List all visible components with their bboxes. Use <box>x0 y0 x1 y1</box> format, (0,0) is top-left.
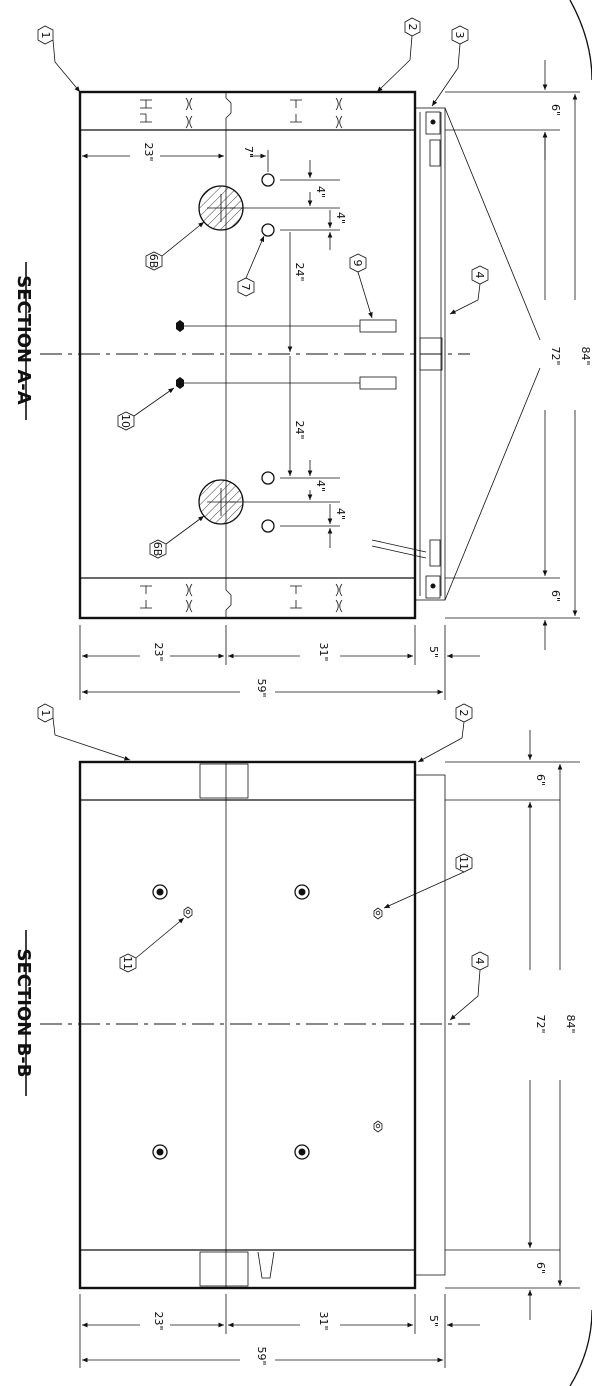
dim-a-4-d: 4" <box>334 508 347 520</box>
section-b-nut-2 <box>373 907 383 920</box>
dim-a-6-top: 6" <box>549 104 562 116</box>
section-b-taper <box>257 1251 275 1279</box>
section-a-bracket-top <box>425 111 441 135</box>
dim-a-5: 5" <box>427 646 440 658</box>
svg-text:11: 11 <box>457 856 470 870</box>
callout-a-4: 4 <box>449 265 489 315</box>
callout-b-11-right: 11 <box>383 853 473 909</box>
callout-b-2: 2 <box>417 703 473 763</box>
section-a-nut-top <box>176 320 184 332</box>
section-a-hole-4 <box>261 519 275 533</box>
dim-a-6-bottom: 6" <box>549 590 562 602</box>
svg-text:7: 7 <box>239 284 252 291</box>
section-a-nut-bottom <box>176 377 184 389</box>
section-a-bolt-marks-top <box>140 97 343 129</box>
section-b-pin-4 <box>294 1144 310 1160</box>
dim-b-6-bottom: 6" <box>534 1262 547 1274</box>
callout-b-11-left: 11 <box>119 917 185 973</box>
section-b-nut-1 <box>183 906 193 919</box>
sheet-border-top <box>569 0 592 81</box>
section-a-title: SECTION A-A <box>13 275 34 404</box>
dim-a-31: 31" <box>317 642 330 661</box>
section-b-end-plate <box>414 774 446 1276</box>
section-a-part-9-bottom <box>359 376 397 390</box>
section-a-hole-2 <box>261 223 275 237</box>
section-b-pin-1 <box>152 884 168 900</box>
dim-a-4-b: 4" <box>334 212 347 224</box>
section-a-bolt-marks-bottom <box>140 583 343 613</box>
callout-a-9: 9 <box>349 253 373 319</box>
svg-text:4: 4 <box>473 958 486 965</box>
svg-text:11: 11 <box>121 956 134 970</box>
dim-b-5: 5" <box>427 1315 440 1327</box>
svg-text:1: 1 <box>39 710 52 717</box>
dim-b-6-top: 6" <box>534 774 547 786</box>
dim-b-84: 84" <box>564 1014 577 1033</box>
section-a-bracket-bottom <box>425 575 441 599</box>
dim-a-4-a: 4" <box>314 186 327 198</box>
dim-b-23: 23" <box>152 1311 165 1330</box>
svg-text:6B: 6B <box>151 542 164 557</box>
svg-text:9: 9 <box>351 260 364 267</box>
section-b-nut-3 <box>373 1120 383 1133</box>
dim-a-4-c: 4" <box>314 480 327 492</box>
svg-text:2: 2 <box>457 710 470 717</box>
callout-a-3: 3 <box>431 25 469 107</box>
section-a-hole-3 <box>261 471 275 485</box>
section-a: SECTION A-A <box>13 17 592 700</box>
section-b-pin-2 <box>294 884 310 900</box>
svg-text:6B: 6B <box>147 254 160 269</box>
dim-a-23: 23" <box>152 642 165 661</box>
dim-a-84: 84" <box>579 346 592 365</box>
section-a-body <box>78 90 417 620</box>
svg-text:2: 2 <box>406 24 419 31</box>
callout-b-4: 4 <box>449 951 489 1021</box>
section-b-pin-3 <box>152 1144 168 1160</box>
dim-a-7: 7" <box>242 146 255 158</box>
dim-a-23-top: 23" <box>142 142 155 161</box>
callout-a-7: 7 <box>237 235 265 297</box>
section-a-parting-line <box>225 92 232 618</box>
section-b-title: SECTION B-B <box>13 949 34 1078</box>
dim-b-31: 31" <box>317 1311 330 1330</box>
section-b-body <box>78 760 417 1290</box>
section-a-hole-1 <box>261 173 275 187</box>
sheet-border-bottom <box>569 1309 592 1386</box>
section-b: SECTION B-B 6" <box>13 703 580 1368</box>
dim-a-24-top: 24" <box>293 262 306 281</box>
dim-b-72: 72" <box>534 1014 547 1033</box>
dim-b-59: 59" <box>255 1346 268 1365</box>
dim-a-59: 59" <box>255 678 268 697</box>
callout-a-1: 1 <box>37 25 81 93</box>
section-a-end-plate <box>414 107 446 601</box>
svg-text:3: 3 <box>453 32 466 39</box>
callout-a-6b-top: 6B <box>145 221 205 271</box>
section-a-part-9-top <box>359 319 397 333</box>
svg-text:1: 1 <box>39 32 52 39</box>
section-b-hatch-bottom <box>199 1251 249 1287</box>
dim-a-72: 72" <box>549 346 562 365</box>
callout-b-1: 1 <box>37 703 131 761</box>
callout-a-2: 2 <box>376 17 421 93</box>
section-b-hatch-top <box>199 763 249 799</box>
callout-a-10: 10 <box>117 387 175 431</box>
callout-a-6b-bottom: 6B <box>149 515 205 559</box>
svg-text:10: 10 <box>119 414 132 428</box>
svg-text:4: 4 <box>473 272 486 279</box>
dim-a-24-bottom: 24" <box>293 420 306 439</box>
